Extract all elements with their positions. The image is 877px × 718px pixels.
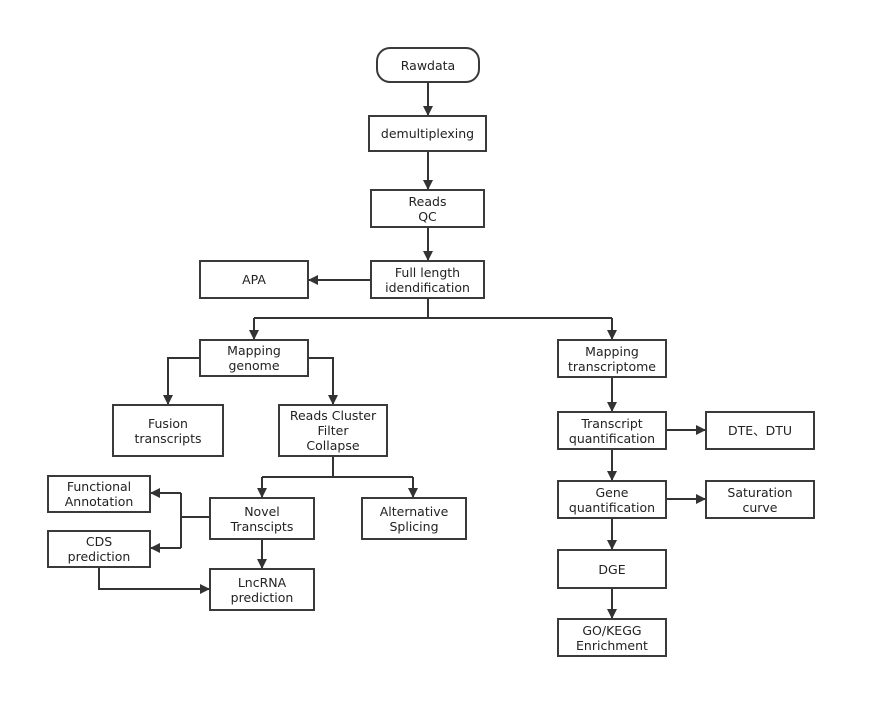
node-alternative-splicing: Alternative Splicing: [361, 497, 467, 540]
node-label: Mapping transcriptome: [568, 343, 656, 374]
node-fusion-transcripts: Fusion transcripts: [112, 404, 224, 457]
node-label: DTE、DTU: [727, 423, 793, 438]
node-label: Saturation curve: [727, 484, 793, 515]
node-label: Reads Cluster Filter Collapse: [289, 408, 377, 453]
node-label: Fusion transcripts: [134, 415, 202, 446]
node-rawdata: Rawdata: [376, 47, 480, 83]
node-dte-dtu: DTE、DTU: [705, 411, 815, 450]
node-label: GO/KEGG Enrichment: [576, 622, 648, 653]
node-label: APA: [242, 272, 266, 287]
node-reads-cluster: Reads Cluster Filter Collapse: [278, 404, 388, 457]
node-label: Gene quantification: [568, 484, 656, 515]
node-mapping-genome: Mapping genome: [199, 339, 309, 377]
edge-mappinggenome-fusion: [163, 357, 200, 405]
node-apa: APA: [199, 260, 309, 299]
node-label: CDS prediction: [67, 534, 131, 564]
node-full-length: Full length idendification: [370, 260, 485, 299]
node-label: Mapping genome: [227, 343, 281, 373]
node-demultiplexing: demultiplexing: [368, 115, 487, 152]
node-transcript-quantification: Transcript quantification: [557, 411, 667, 450]
node-novel-transcipts: Novel Transcipts: [209, 497, 315, 540]
node-label: LncRNA prediction: [230, 574, 294, 605]
node-functional-annotation: Functional Annotation: [47, 475, 151, 513]
node-gene-quantification: Gene quantification: [557, 480, 667, 519]
node-cds-prediction: CDS prediction: [47, 530, 151, 568]
node-label: Novel Transcipts: [230, 503, 294, 534]
node-go-kegg: GO/KEGG Enrichment: [557, 618, 667, 657]
node-label: Functional Annotation: [64, 479, 134, 509]
node-saturation-curve: Saturation curve: [705, 480, 815, 519]
node-dge: DGE: [557, 549, 667, 589]
node-label: Alternative Splicing: [379, 503, 449, 534]
node-mapping-transcriptome: Mapping transcriptome: [557, 339, 667, 378]
node-lncrna-prediction: LncRNA prediction: [209, 568, 315, 611]
node-reads-qc: Reads QC: [370, 189, 485, 228]
node-label: Transcript quantification: [568, 415, 656, 446]
edge-cds-lncrna: [98, 567, 210, 594]
edge-mappinggenome-readscluster: [308, 357, 338, 405]
node-label: demultiplexing: [380, 126, 475, 141]
node-label: Full length idendification: [385, 264, 470, 295]
node-label: Rawdata: [400, 57, 456, 73]
node-label: Reads QC: [408, 193, 447, 224]
node-label: DGE: [598, 561, 626, 577]
